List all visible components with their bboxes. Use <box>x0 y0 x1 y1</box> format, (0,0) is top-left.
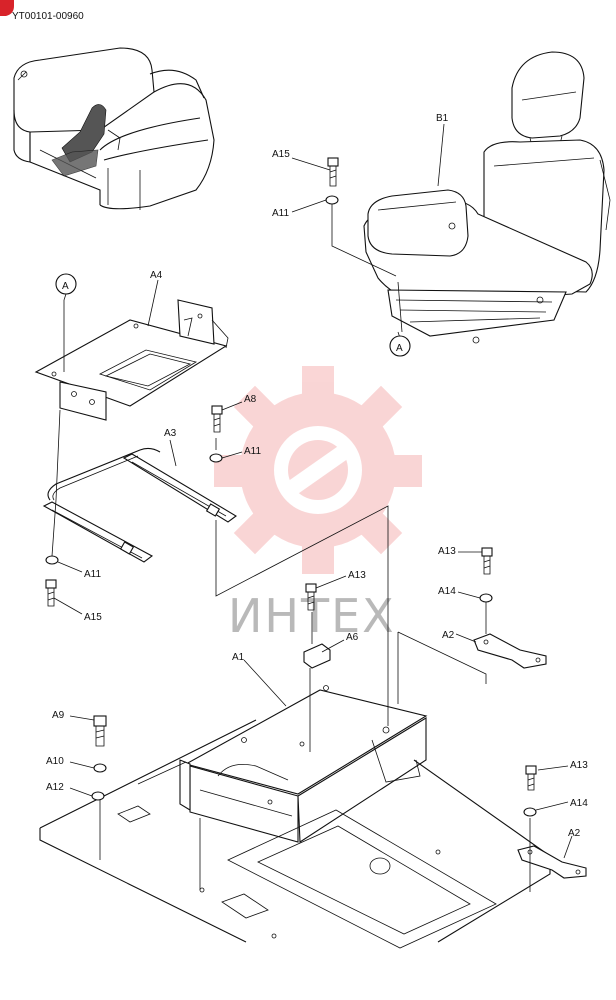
label-a10: A10 <box>46 756 64 767</box>
corner-badge <box>0 0 14 16</box>
assembly-lines <box>51 204 531 892</box>
bolt-a8 <box>211 405 223 433</box>
label-a4: A4 <box>150 270 163 281</box>
label-a15-lower: A15 <box>84 612 102 623</box>
label-b1: B1 <box>436 113 449 124</box>
cab-overview-illustration <box>13 47 215 210</box>
label-a14-lower: A14 <box>570 798 588 809</box>
bolt-a9 <box>93 715 107 747</box>
watermark-gear-icon <box>214 366 422 574</box>
washer-a14-upper <box>479 593 493 603</box>
svg-text:A: A <box>62 281 69 292</box>
washer-a10 <box>93 763 107 773</box>
bolt-a15-upper <box>327 157 339 187</box>
svg-text:A: A <box>396 343 403 354</box>
label-a11-lower: A11 <box>84 569 101 580</box>
label-a8: A8 <box>244 394 257 405</box>
label-a3: A3 <box>164 428 177 439</box>
label-a2-lower: A2 <box>568 828 581 839</box>
watermark-text: ИНТЕХ <box>228 589 396 643</box>
label-a2-upper: A2 <box>442 630 455 641</box>
washer-a12 <box>91 791 105 801</box>
label-a11-upper: A11 <box>272 208 289 219</box>
bolt-a15-lower <box>45 579 57 607</box>
seat-bracket-a4 <box>34 299 229 421</box>
label-a15-upper: A15 <box>272 149 290 160</box>
washer-a11-lower <box>45 555 59 565</box>
bracket-a2-upper <box>473 633 547 669</box>
washer-a14-lower <box>523 807 537 817</box>
label-a13-mid: A13 <box>348 570 366 581</box>
slide-rails-a3 <box>42 447 237 563</box>
washer-a11-mid <box>209 453 223 463</box>
bracket-a2-lower <box>517 845 587 879</box>
label-a13-right-upper: A13 <box>438 546 456 557</box>
label-a14-upper: A14 <box>438 586 456 597</box>
reference-marker-a-lower: A <box>389 335 411 357</box>
reference-marker-a-upper: A <box>55 273 77 295</box>
clip-a6 <box>303 643 331 669</box>
label-a13-right-lower: A13 <box>570 760 588 771</box>
seat-stand-a1 <box>179 685 428 843</box>
label-a1: A1 <box>232 652 245 663</box>
bolt-a13-right-upper <box>481 547 493 575</box>
drawing-code: YT00101-00960 <box>12 11 84 22</box>
label-a11-mid: A11 <box>244 446 261 457</box>
label-a6: A6 <box>346 632 359 643</box>
washer-a11-upper <box>325 195 339 205</box>
label-a9: A9 <box>52 710 65 721</box>
bolt-a13-right-lower <box>525 765 537 791</box>
leader-lines <box>53 123 573 859</box>
label-a12: A12 <box>46 782 64 793</box>
seat-assembly <box>363 51 611 344</box>
